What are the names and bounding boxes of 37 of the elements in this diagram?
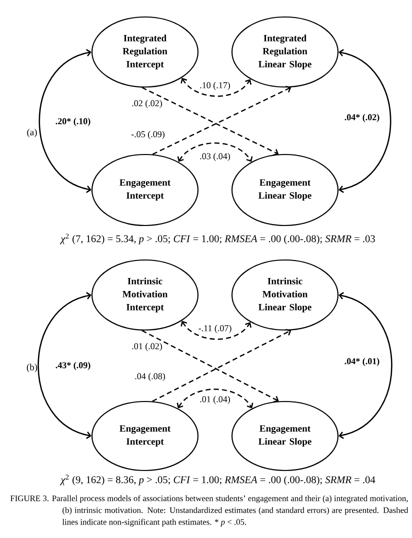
edge-label: -.11 (.07)	[198, 324, 232, 334]
double-headed-arrow	[180, 78, 252, 97]
double-headed-arrow	[38, 49, 92, 193]
edge-label: .01 (.04)	[199, 395, 231, 405]
ellipse-node: Intrinsic Motivation Intercept	[91, 259, 199, 331]
ellipse-node: Engagement Linear Slope	[231, 154, 339, 226]
ellipse-node: Intrinsic Motivation Linear Slope	[231, 259, 339, 331]
path-arrow	[142, 330, 279, 403]
double-headed-arrow	[176, 388, 254, 408]
path-arrow	[152, 328, 292, 402]
edge-label: .04 (.08)	[134, 372, 166, 382]
ellipse-node: Integrated Regulation Intercept	[91, 16, 199, 88]
ellipse-node: Engagement Linear Slope	[231, 400, 339, 472]
double-headed-arrow	[177, 142, 253, 162]
edge-label: .01 (.02)	[131, 342, 163, 352]
double-headed-arrow	[338, 49, 392, 193]
double-headed-arrow	[338, 292, 392, 439]
ellipse-node: Engagement Intercept	[91, 400, 199, 472]
edge-label: .02 (.02)	[131, 99, 163, 109]
panel-label: (b)	[26, 364, 38, 372]
figure-caption: FIGURE 3. Parallel process models of associations between students’ engagement and their (a) integrated motivation, (b) intrinsic motivation. Note: Unstandardized estimates (and standard errors) are presented. Dashed lines indicate non-significant path estimates. *p < .05.	[10, 495, 408, 527]
fit-statistics: χ$^{2}$ (7, 162) = 5.34, p > .05; CFI = 1.00; RMSEA = .00 (.00-.08); SRMR = .03	[60, 234, 375, 244]
path-arrow	[142, 86, 279, 156]
ellipse-node: Integrated Regulation Linear Slope	[231, 16, 339, 88]
edge-label: -.05 (.09)	[130, 130, 166, 140]
fit-statistics: χ$^{2}$ (9, 162) = 8.36, p > .05; CFI = 1.00; RMSEA = .00 (.00-.08); SRMR = .04	[60, 474, 376, 486]
edge-label: .20* (.10)	[54, 117, 92, 127]
edge-label: .03 (.04)	[199, 152, 231, 162]
panel-label: (a)	[27, 128, 37, 138]
double-headed-arrow	[180, 320, 252, 340]
edge-label: .04* (.01)	[344, 357, 380, 367]
path-arrow	[152, 86, 292, 155]
edge-label: .04* (.02)	[344, 113, 380, 123]
double-headed-arrow	[38, 292, 92, 439]
edge-label: .10 (.17)	[199, 81, 231, 91]
edge-label: .43* (.09)	[54, 361, 92, 371]
ellipse-node: Engagement Intercept	[91, 154, 199, 226]
